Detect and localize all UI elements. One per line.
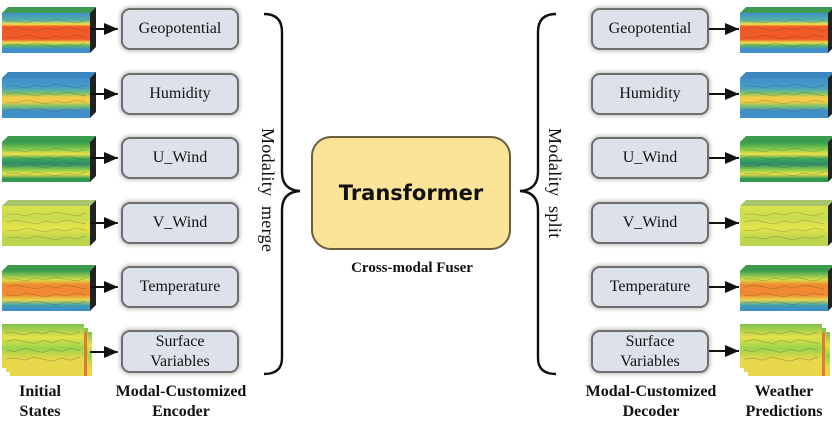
decoder-v-wind-label: V_Wind — [622, 214, 678, 231]
input-cube-geopotential — [2, 7, 96, 53]
split-brace — [519, 12, 557, 376]
input-stack-surface — [2, 324, 92, 376]
decoder-humidity: Humidity — [591, 73, 709, 115]
transformer-label: Transformer — [338, 181, 484, 205]
encoder-arrows — [90, 23, 118, 358]
encoder-u-wind: U_Wind — [121, 137, 239, 179]
output-cube-v-wind — [740, 200, 832, 246]
output-stack-surface — [740, 324, 830, 376]
input-cube-temperature — [2, 265, 96, 311]
encoder-humidity-label: Humidity — [149, 85, 211, 102]
cross-modal-fuser-caption: Cross-modal Fuser — [351, 260, 473, 276]
output-cube-u-wind — [740, 136, 832, 182]
encoder-u-wind-label: U_Wind — [152, 149, 208, 166]
decoder-u-wind-label: U_Wind — [622, 149, 678, 166]
modality-merge-label: Modality merge — [258, 128, 278, 253]
input-cube-u-wind — [2, 136, 96, 182]
input-cube-v-wind — [2, 200, 96, 246]
output-cube-humidity — [740, 72, 832, 118]
encoder-geopotential: Geopotential — [121, 8, 239, 50]
encoder-temperature: Temperature — [121, 266, 239, 308]
decoder-geopotential: Geopotential — [591, 8, 709, 50]
input-cube-humidity — [2, 72, 96, 118]
decoder-temperature: Temperature — [591, 266, 709, 308]
encoder-v-wind: V_Wind — [121, 202, 239, 244]
decoder-humidity-label: Humidity — [619, 85, 681, 102]
encoder-geopotential-label: Geopotential — [138, 20, 222, 37]
encoder-temperature-label: Temperature — [139, 278, 221, 295]
decoder-u-wind: U_Wind — [591, 137, 709, 179]
merge-brace — [263, 12, 301, 376]
decoder-geopotential-label: Geopotential — [608, 20, 692, 37]
encoder-humidity: Humidity — [121, 73, 239, 115]
modality-split-label: Modality split — [545, 128, 565, 239]
decoder-arrows — [709, 23, 739, 357]
decoder-v-wind: V_Wind — [591, 202, 709, 244]
output-cube-geopotential — [740, 7, 832, 53]
output-cube-temperature — [740, 265, 832, 311]
transformer-block: Transformer — [311, 136, 511, 250]
encoder-v-wind-label: V_Wind — [152, 214, 208, 231]
decoder-temperature-label: Temperature — [609, 278, 691, 295]
